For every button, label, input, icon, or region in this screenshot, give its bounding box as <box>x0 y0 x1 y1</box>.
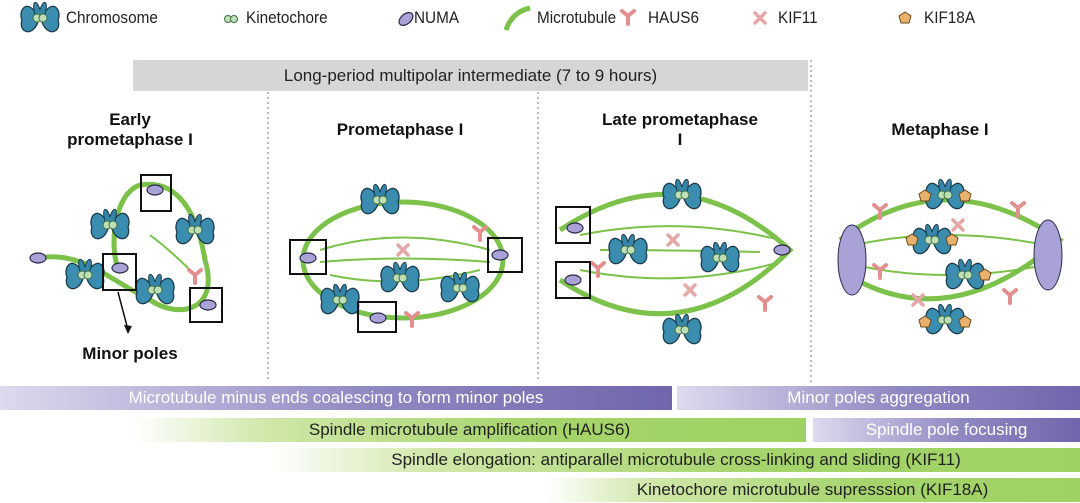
stage-dividers <box>267 60 812 382</box>
prometaphase-illustration <box>289 183 523 333</box>
minor-poles-label: Minor poles <box>82 344 178 363</box>
stage-title-late-prometaphase: Late prometaphase I <box>602 110 758 149</box>
legend-microtubule: Microtubule <box>537 8 617 27</box>
bar-spindle-amplification: Spindle microtubule amplification (HAUS6… <box>133 418 806 442</box>
haus6-icon <box>620 9 636 26</box>
stage-title-prometaphase: Prometaphase I <box>336 120 464 139</box>
late-prometaphase-illustration <box>555 178 794 345</box>
metaphase-illustration <box>837 178 1065 335</box>
kinetochore-icon <box>224 15 238 23</box>
bar-spindle-pole-focusing: Spindle pole focusing <box>813 418 1080 442</box>
stage-title-metaphase: Metaphase I <box>891 120 989 139</box>
bar-minor-pole-formation: Microtubule minus ends coalescing to for… <box>0 386 672 410</box>
numa-icon <box>396 9 416 29</box>
early-prometaphase-illustration <box>29 174 223 334</box>
bar-minor-poles-aggregation: Minor poles aggregation <box>677 386 1080 410</box>
kif18a-icon <box>898 11 912 24</box>
legend-kif11: KIF11 <box>778 8 818 27</box>
legend-numa: NUMA <box>414 8 460 27</box>
phase-bar: Long-period multipolar intermediate (7 t… <box>133 60 808 91</box>
microtubule-icon <box>503 5 531 31</box>
legend-kinetochore: Kinetochore <box>246 8 328 27</box>
kif11-icon <box>753 11 767 25</box>
bar-kinetochore-suppression: Kinetochore microtubule supresssion (KIF… <box>545 478 1080 502</box>
stage-title-early-prometaphase: Early prometaphase I <box>67 110 193 149</box>
legend-chromosome: Chromosome <box>66 8 158 27</box>
legend-kif18a: KIF18A <box>924 8 976 27</box>
legend-haus6: HAUS6 <box>648 8 700 27</box>
bar-spindle-elongation: Spindle elongation: antiparallel microtu… <box>272 448 1080 472</box>
chromosome-icon <box>20 1 60 33</box>
